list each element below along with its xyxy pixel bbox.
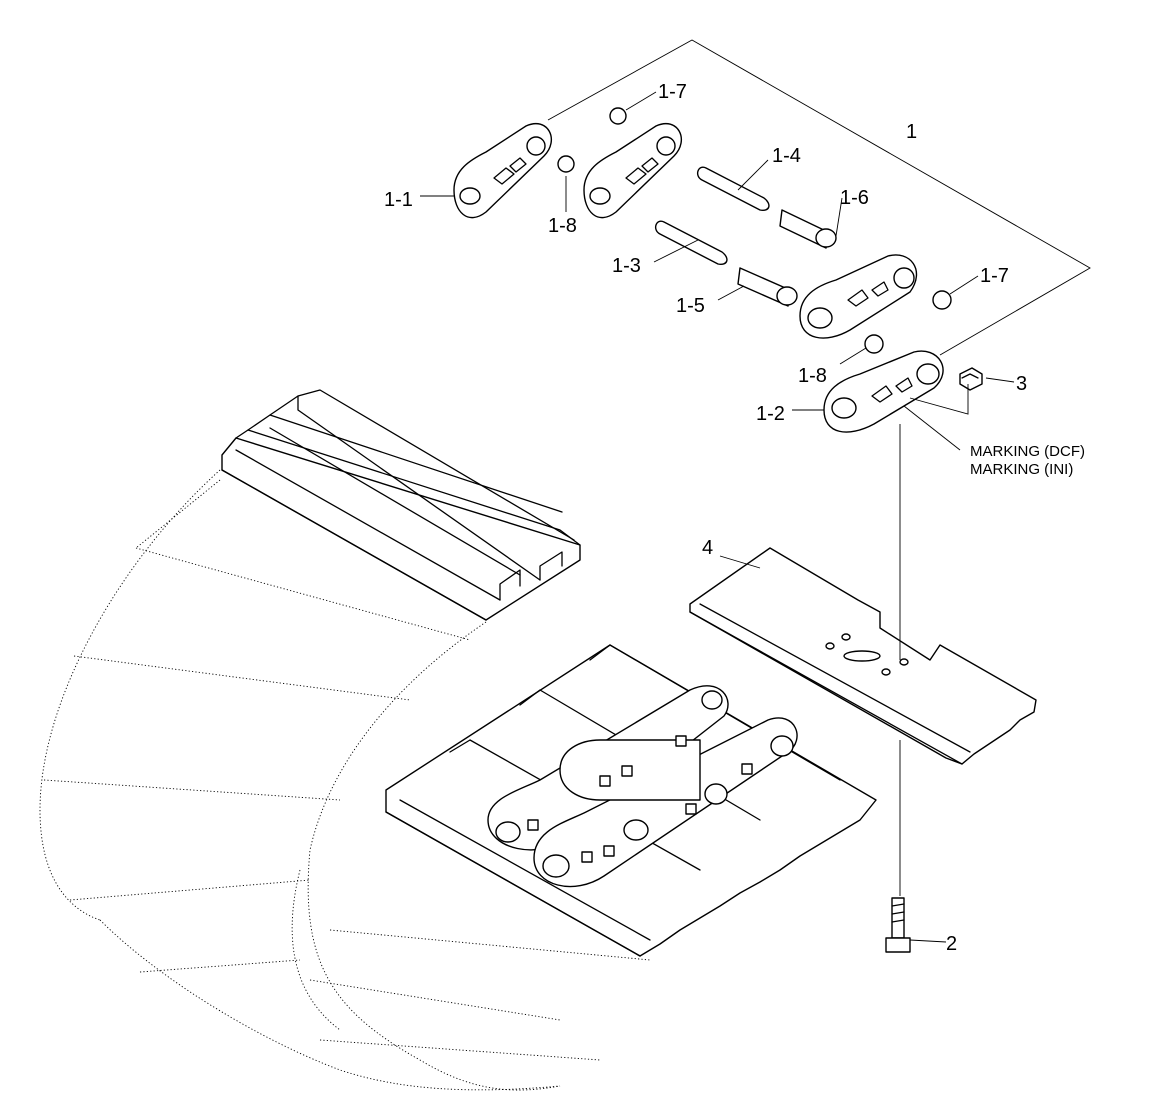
callout-1-1: 1-1 [384,189,413,211]
link-left-middle [583,123,683,219]
seal-1-7-top [609,107,627,125]
assembly-bracket [547,39,1091,356]
link-right-upper [799,254,917,339]
bolt-2 [885,897,911,953]
callout-1-6: 1-6 [840,187,869,209]
callout-1-2: 1-2 [756,403,785,425]
callout-1: 1 [906,121,917,143]
track-shoe-plate [689,547,1037,765]
track-shoe-grouser [221,389,581,621]
bushing-1-5 [737,267,798,307]
callout-1-8-right: 1-8 [798,365,827,387]
callout-4: 4 [702,537,713,559]
spacer-1-8-top [557,155,575,173]
callout-3: 3 [1016,373,1027,395]
callout-1-4: 1-4 [772,145,801,167]
chain-assembly-with-shoes [385,644,877,957]
pin-1-3 [654,220,728,266]
track-belt-outline [39,469,651,1091]
callout-1-8-top: 1-8 [548,215,577,237]
callout-2: 2 [946,933,957,955]
spacer-1-8-right [864,334,884,354]
leader-lines [420,91,1015,943]
callout-1-3: 1-3 [612,255,641,277]
callout-1-7-top: 1-7 [658,81,687,103]
callout-1-5: 1-5 [676,295,705,317]
pin-master-1-4 [696,166,770,212]
callout-1-7-right: 1-7 [980,265,1009,287]
link-right-1-2 [823,350,944,433]
link-left-1-1 [453,123,553,219]
marking-dcf: MARKING (DCF) [970,443,1085,460]
seal-1-7-right [932,290,952,310]
nut-3 [959,367,983,391]
marking-ini: MARKING (INI) [970,461,1073,478]
bushing-master-1-6 [779,209,837,249]
